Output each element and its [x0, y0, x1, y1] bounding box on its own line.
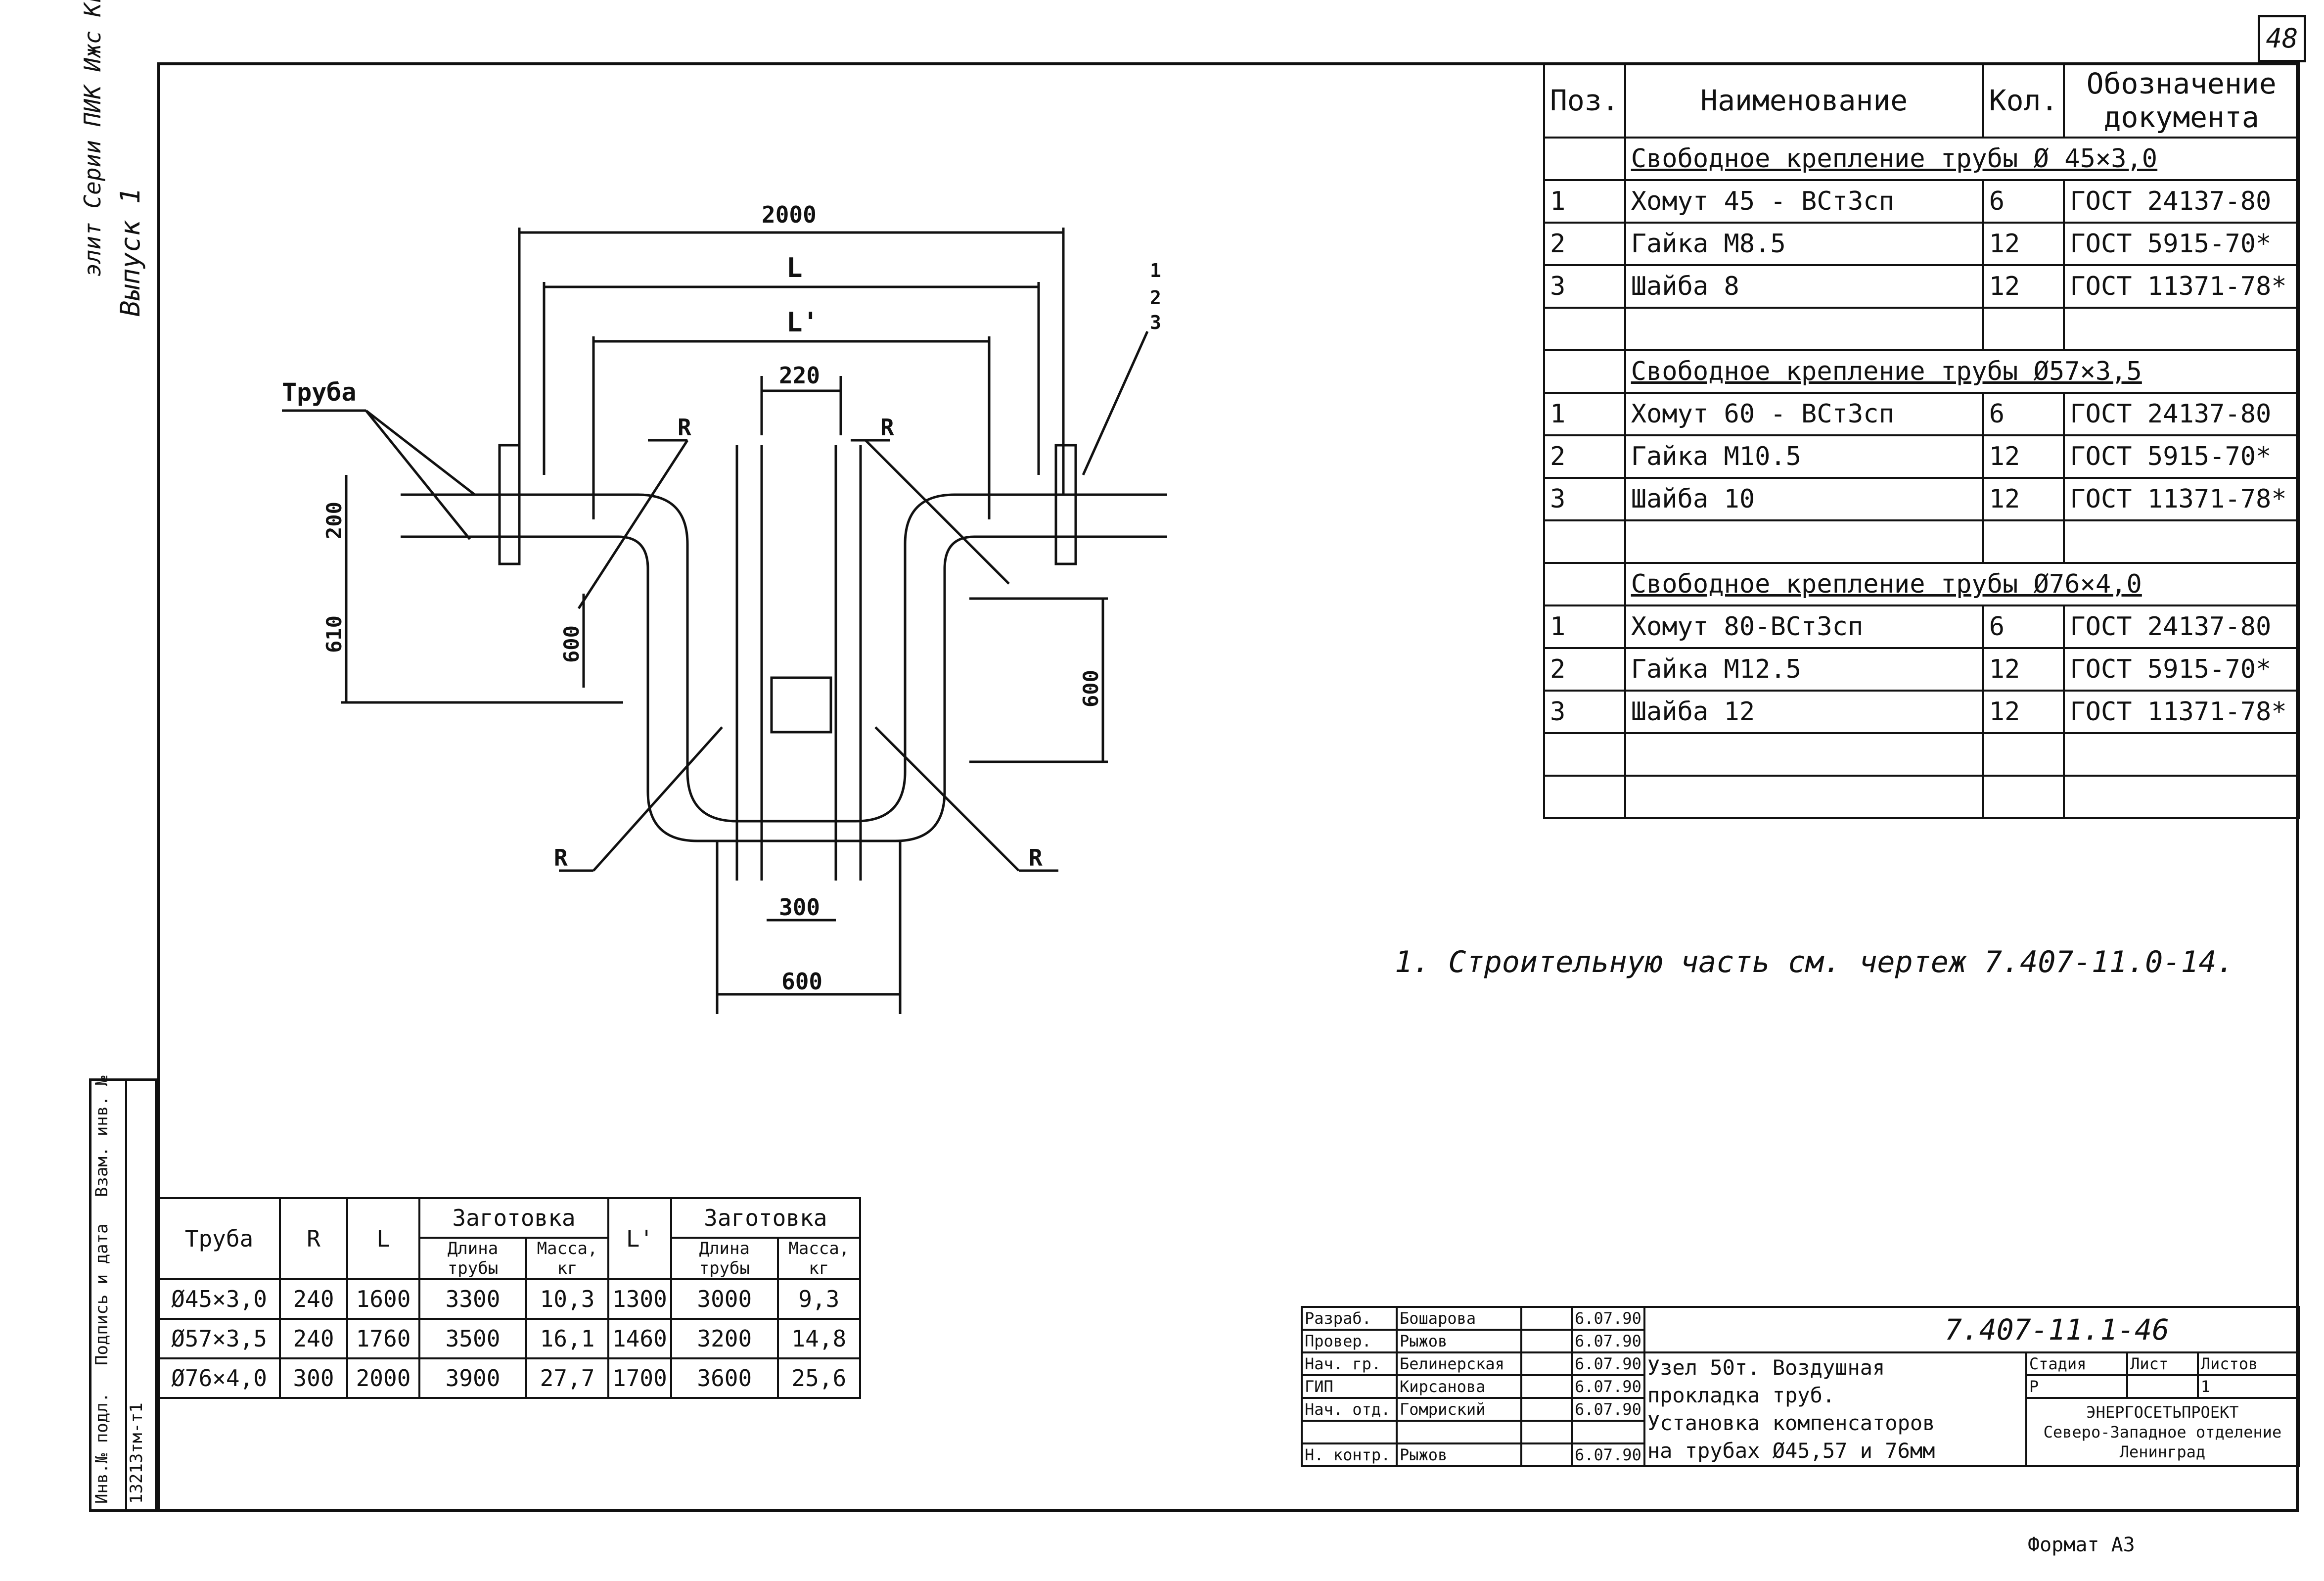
dim-600-right: 600: [1079, 670, 1103, 707]
dim-L: L: [786, 252, 803, 283]
radius-label-4: R: [1029, 844, 1043, 871]
col-L-prime: L': [607, 1197, 672, 1280]
organization: ЭНЕРГОСЕТЬПРОЕКТ Северо-Западное отделен…: [2025, 1397, 2300, 1467]
spec-header-doc: Обозначение документа: [2063, 62, 2300, 139]
table-row: [1543, 519, 2300, 564]
drawing-code: 7.407-11.1-46: [1643, 1306, 2300, 1353]
sheet-value: [2126, 1374, 2199, 1399]
side-stamp-inv: Инв.№ подл.: [92, 1392, 112, 1504]
dim-200: 200: [322, 502, 346, 539]
pipe-label: Труба: [282, 378, 357, 407]
table-row: [1543, 732, 2300, 777]
col-pipe: Труба: [157, 1197, 281, 1280]
spec-header-name: Наименование: [1624, 62, 1984, 139]
dim-300: 300: [779, 894, 820, 921]
dim-610: 610: [322, 615, 346, 653]
radius-label-2: R: [880, 414, 894, 441]
paper-format: Формат А3: [2028, 1534, 2135, 1556]
col-blank-2: Заготовка: [670, 1197, 861, 1239]
table-row: [1543, 775, 2300, 819]
side-stamp-value: 13213тм-т1: [127, 1402, 146, 1504]
dim-220: 220: [779, 362, 820, 389]
sheets-label: Листов: [2196, 1351, 2300, 1376]
side-stamp-signature: Подпись и дата: [92, 1223, 112, 1365]
side-stamp-replace: Взам. инв. №: [92, 1075, 112, 1197]
sheets-value: 1: [2196, 1374, 2300, 1399]
title-block: Разраб. Бошарова 6.07.90 7.407-11.1-46 П…: [1301, 1306, 2300, 1467]
dim-L-prime: L': [786, 307, 819, 338]
spec-group-title: Свободное крепление трубы Ø 45×3,0: [1543, 137, 2300, 181]
dim-600-bottom: 600: [781, 968, 822, 995]
col-blank-1: Заготовка: [418, 1197, 609, 1239]
dim-600-left: 600: [559, 625, 584, 663]
dim-2000: 2000: [762, 201, 817, 228]
table-row: [1543, 307, 2300, 351]
radius-label-1: R: [678, 414, 691, 441]
spec-header-qty: Кол.: [1982, 62, 2065, 139]
stage-value: Р: [2025, 1374, 2129, 1399]
compensator-drawing: 2000 L L' 220 Труба R R R R 300 600 1 2 …: [282, 201, 1167, 1014]
col-R: R: [279, 1197, 348, 1280]
margin-stamp-line1: элит Серии ПИК Ижс Кижиганова: [79, 0, 106, 277]
pipe-parameters-table: Труба R L Заготовка L' Заготовка Длина т…: [157, 1197, 861, 1399]
radius-label-3: R: [554, 844, 568, 871]
sheet-number: 48: [2258, 15, 2306, 62]
spec-header-pos: Поз.: [1543, 62, 1626, 139]
callout-2: 2: [1150, 287, 1161, 309]
side-stamp: [89, 1078, 157, 1512]
callout-1: 1: [1150, 260, 1161, 281]
sheet-label: Лист: [2126, 1351, 2199, 1376]
specification-table: Поз. Наименование Кол. Обозначение докум…: [1543, 62, 2300, 819]
margin-stamp-line2: Выпуск 1: [115, 187, 146, 317]
stage-label: Стадия: [2025, 1351, 2129, 1376]
spec-group-title: Свободное крепление трубы Ø57×3,5: [1543, 349, 2300, 394]
drawing-description: Узел 50т. Воздушная прокладка труб. Уста…: [1643, 1351, 2027, 1467]
callout-3: 3: [1150, 312, 1161, 333]
construction-note: 1. Строительную часть см. чертеж 7.407-1…: [1395, 945, 2234, 979]
spec-group-title: Свободное крепление трубы Ø76×4,0: [1543, 562, 2300, 606]
col-L: L: [346, 1197, 420, 1280]
